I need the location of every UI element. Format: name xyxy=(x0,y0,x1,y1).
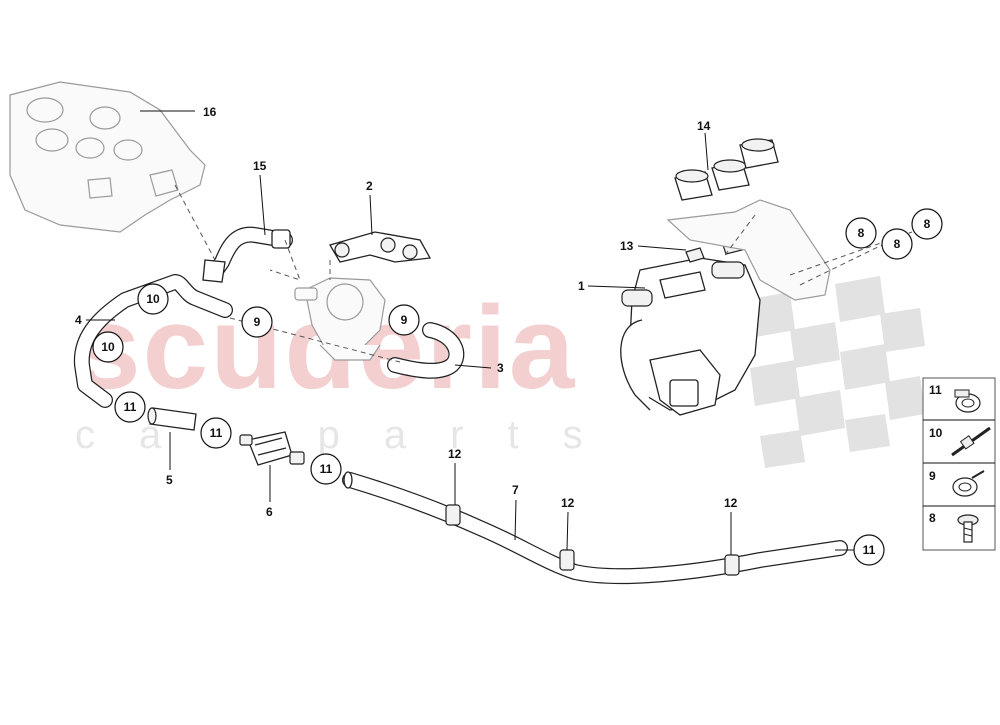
callout-16: 16 xyxy=(203,105,217,119)
callout-4: 4 xyxy=(75,313,82,327)
svg-text:9: 9 xyxy=(401,313,408,327)
part-1-pump xyxy=(620,257,761,416)
callout-6: 6 xyxy=(266,505,273,519)
circle-callout-8c: 8 xyxy=(881,228,913,260)
circle-callout-10b: 10 xyxy=(92,331,124,363)
callout-13: 13 xyxy=(620,239,634,253)
callout-12b: 12 xyxy=(561,496,575,510)
svg-text:11: 11 xyxy=(210,426,223,440)
pump-bracket xyxy=(666,199,831,301)
spring-clip-icon xyxy=(952,470,985,497)
svg-text:9: 9 xyxy=(254,315,261,329)
circle-callout-9b: 9 xyxy=(388,304,420,336)
part-5-hose xyxy=(147,407,197,431)
legend-label-8: 8 xyxy=(929,511,936,525)
screw-icon xyxy=(957,514,979,543)
circle-callout-11b: 11 xyxy=(200,417,232,449)
circle-callout-8b: 8 xyxy=(845,217,877,249)
hose-clamp-icon xyxy=(954,389,981,413)
part-4-hose xyxy=(73,274,233,408)
leader-lines xyxy=(86,110,855,555)
svg-text:10: 10 xyxy=(146,292,160,306)
checkered-flag-watermark xyxy=(745,276,925,468)
legend-panel: 11 10 9 8 xyxy=(922,377,996,551)
circle-callout-11d: 11 xyxy=(853,534,885,566)
part-7-hose xyxy=(342,471,848,585)
circle-callout-11c: 11 xyxy=(310,453,342,485)
circle-callout-8a: 8 xyxy=(911,208,943,240)
callout-2: 2 xyxy=(366,179,373,193)
legend-row-9: 9 xyxy=(929,469,985,497)
circle-callout-10a: 10 xyxy=(137,283,169,315)
legend-row-10: 10 xyxy=(929,426,991,457)
callout-12a: 12 xyxy=(448,447,462,461)
svg-text:8: 8 xyxy=(894,237,901,251)
svg-text:8: 8 xyxy=(858,226,865,240)
part-12-clamps xyxy=(445,504,740,576)
circled-callouts: 10 10 9 9 11 11 11 11 xyxy=(92,208,943,566)
svg-text:11: 11 xyxy=(320,462,333,476)
svg-text:11: 11 xyxy=(124,400,137,414)
callout-5: 5 xyxy=(166,473,173,487)
callout-3: 3 xyxy=(497,361,504,375)
valve-assembly xyxy=(294,277,386,361)
legend-row-11: 11 xyxy=(929,383,981,413)
part-6-filter xyxy=(239,431,305,466)
part-16-reservoir xyxy=(9,81,206,233)
svg-text:11: 11 xyxy=(863,543,876,557)
legend-label-9: 9 xyxy=(929,469,936,483)
legend-row-8: 8 xyxy=(929,511,979,543)
cable-tie-icon xyxy=(951,426,991,457)
callouts: 16 15 2 14 13 1 3 4 5 6 7 12 12 12 xyxy=(75,105,738,519)
part-14-caps xyxy=(674,138,779,201)
callout-7: 7 xyxy=(512,483,519,497)
legend-label-11: 11 xyxy=(929,383,942,397)
circle-callout-11a: 11 xyxy=(114,391,146,423)
callout-12c: 12 xyxy=(724,496,738,510)
callout-15: 15 xyxy=(253,159,267,173)
svg-text:10: 10 xyxy=(101,340,115,354)
part-15-hose xyxy=(202,226,293,283)
legend-label-10: 10 xyxy=(929,426,943,440)
part-3-hose xyxy=(387,322,465,379)
callout-1: 1 xyxy=(578,279,585,293)
circle-callout-9a: 9 xyxy=(241,306,273,338)
callout-14: 14 xyxy=(697,119,711,133)
svg-text:8: 8 xyxy=(924,217,931,231)
part-2-bracket xyxy=(329,231,432,263)
